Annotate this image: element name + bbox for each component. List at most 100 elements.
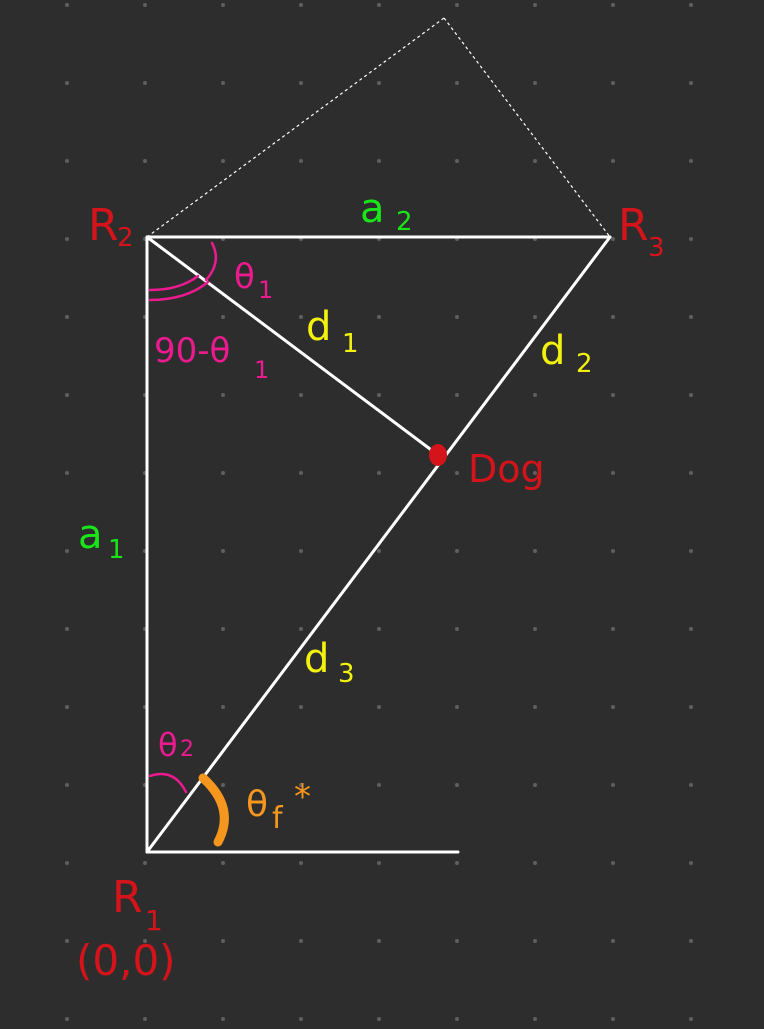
grid-dot	[533, 1017, 537, 1021]
r2-label: R	[88, 200, 119, 251]
grid-dot	[221, 393, 225, 397]
grid-dot	[689, 159, 693, 163]
grid-dot	[611, 81, 615, 85]
grid-dot	[299, 861, 303, 865]
grid-dot	[689, 81, 693, 85]
grid-dot	[65, 471, 69, 475]
d3-subscript: 3	[338, 659, 355, 689]
grid-dot	[377, 783, 381, 787]
grid-dot	[65, 783, 69, 787]
edge-d1	[145, 235, 440, 457]
grid-dot	[221, 861, 225, 865]
grid-dot	[143, 81, 147, 85]
grid-dot	[611, 315, 615, 319]
dashed-line-apex-r3	[443, 17, 611, 238]
r1-label: R	[112, 872, 143, 923]
grid-dot	[533, 81, 537, 85]
grid-dot	[65, 81, 69, 85]
grid-dot	[377, 939, 381, 943]
grid-dot	[455, 159, 459, 163]
grid-dot	[689, 1017, 693, 1021]
grid-dot	[65, 939, 69, 943]
grid-dot	[377, 627, 381, 631]
grid-dot	[299, 549, 303, 553]
grid-dot	[455, 471, 459, 475]
grid-dot	[299, 1017, 303, 1021]
grid-dot	[455, 315, 459, 319]
theta-f-subscript: f	[272, 801, 284, 836]
grid-dot	[533, 549, 537, 553]
edge-labels: a 2 a 1 d 1 d 2 d 3	[78, 186, 593, 689]
grid-dot	[299, 471, 303, 475]
grid-dot	[221, 315, 225, 319]
grid-dot	[611, 627, 615, 631]
arc-theta1	[204, 241, 218, 282]
theta-f-label: θ	[246, 784, 268, 825]
grid-dot	[65, 549, 69, 553]
grid-dot	[455, 861, 459, 865]
grid-dot	[221, 783, 225, 787]
d2-subscript: 2	[576, 349, 593, 379]
grid-dot	[299, 783, 303, 787]
grid-dot	[533, 315, 537, 319]
grid-dot	[533, 393, 537, 397]
grid-dot	[455, 939, 459, 943]
grid-dot	[533, 939, 537, 943]
arc-theta2	[148, 772, 188, 794]
grid-dot	[533, 783, 537, 787]
grid-dot	[377, 549, 381, 553]
grid-dot	[143, 1017, 147, 1021]
arc-theta-f	[198, 773, 229, 847]
grid-dot	[377, 471, 381, 475]
d1-subscript: 1	[342, 329, 359, 359]
grid-dot	[689, 549, 693, 553]
grid-dot	[611, 939, 615, 943]
grid-dot	[377, 81, 381, 85]
grid-dot	[143, 939, 147, 943]
grid-dot	[65, 705, 69, 709]
grid-dot	[533, 627, 537, 631]
a1-subscript: 1	[108, 535, 125, 565]
grid-dot	[689, 939, 693, 943]
grid-dot	[689, 861, 693, 865]
dog-label: Dog	[468, 447, 545, 491]
r3-subscript: 3	[648, 233, 665, 263]
grid-dot	[455, 1017, 459, 1021]
grid-dot	[455, 549, 459, 553]
grid-dot	[377, 1017, 381, 1021]
grid-dot	[455, 3, 459, 7]
grid-dot	[221, 1017, 225, 1021]
theta1-label: θ	[234, 257, 255, 297]
r2-subscript: 2	[117, 223, 134, 253]
grid-dot	[689, 3, 693, 7]
arc-ninety-minus-theta1-outer	[148, 280, 210, 302]
grid-dot	[65, 237, 69, 241]
angle-labels: θ 1 90-θ 1 θ 2 θ f *	[154, 257, 311, 836]
grid-dot	[377, 861, 381, 865]
theta2-label: θ	[158, 726, 178, 764]
grid-dot	[65, 861, 69, 865]
theta2-subscript: 2	[180, 737, 194, 762]
grid-dot	[221, 3, 225, 7]
grid-dot	[377, 705, 381, 709]
grid-dot	[689, 783, 693, 787]
grid-dot	[65, 3, 69, 7]
a2-subscript: 2	[396, 207, 413, 237]
grid-dot	[611, 237, 615, 241]
grid-dot	[611, 3, 615, 7]
dot-grid	[65, 3, 693, 1021]
grid-dot	[455, 81, 459, 85]
grid-dot	[65, 1017, 69, 1021]
edges	[145, 235, 612, 854]
grid-dot	[611, 471, 615, 475]
grid-dot	[221, 549, 225, 553]
grid-dot	[611, 1017, 615, 1021]
grid-dot	[299, 3, 303, 7]
grid-dot	[299, 705, 303, 709]
grid-dot	[611, 861, 615, 865]
grid-dot	[689, 627, 693, 631]
a2-label: a	[360, 186, 385, 232]
grid-dot	[533, 3, 537, 7]
